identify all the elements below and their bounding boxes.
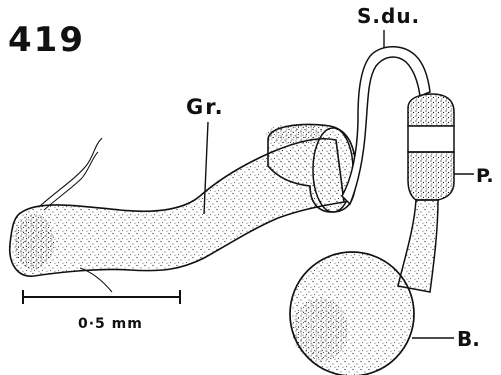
bursa-stalk <box>398 200 438 292</box>
label-p: P. <box>476 165 494 187</box>
segment-p-band <box>408 126 454 152</box>
duct-left-tip-shading <box>14 214 54 270</box>
duct-cylinder-top <box>266 124 326 144</box>
filament-bottom <box>80 268 112 292</box>
label-gr: Gr. <box>186 95 225 119</box>
filament-upper <box>40 138 102 206</box>
label-sdu: S.du. <box>357 4 420 28</box>
label-b: B. <box>457 327 480 351</box>
segment-p-lower <box>408 152 454 200</box>
bursa-bulb-shading <box>292 298 348 362</box>
segment-p-upper <box>408 94 454 126</box>
scale-bar-label: 0·5 mm <box>78 316 143 332</box>
figure-number: 419 <box>8 20 85 60</box>
